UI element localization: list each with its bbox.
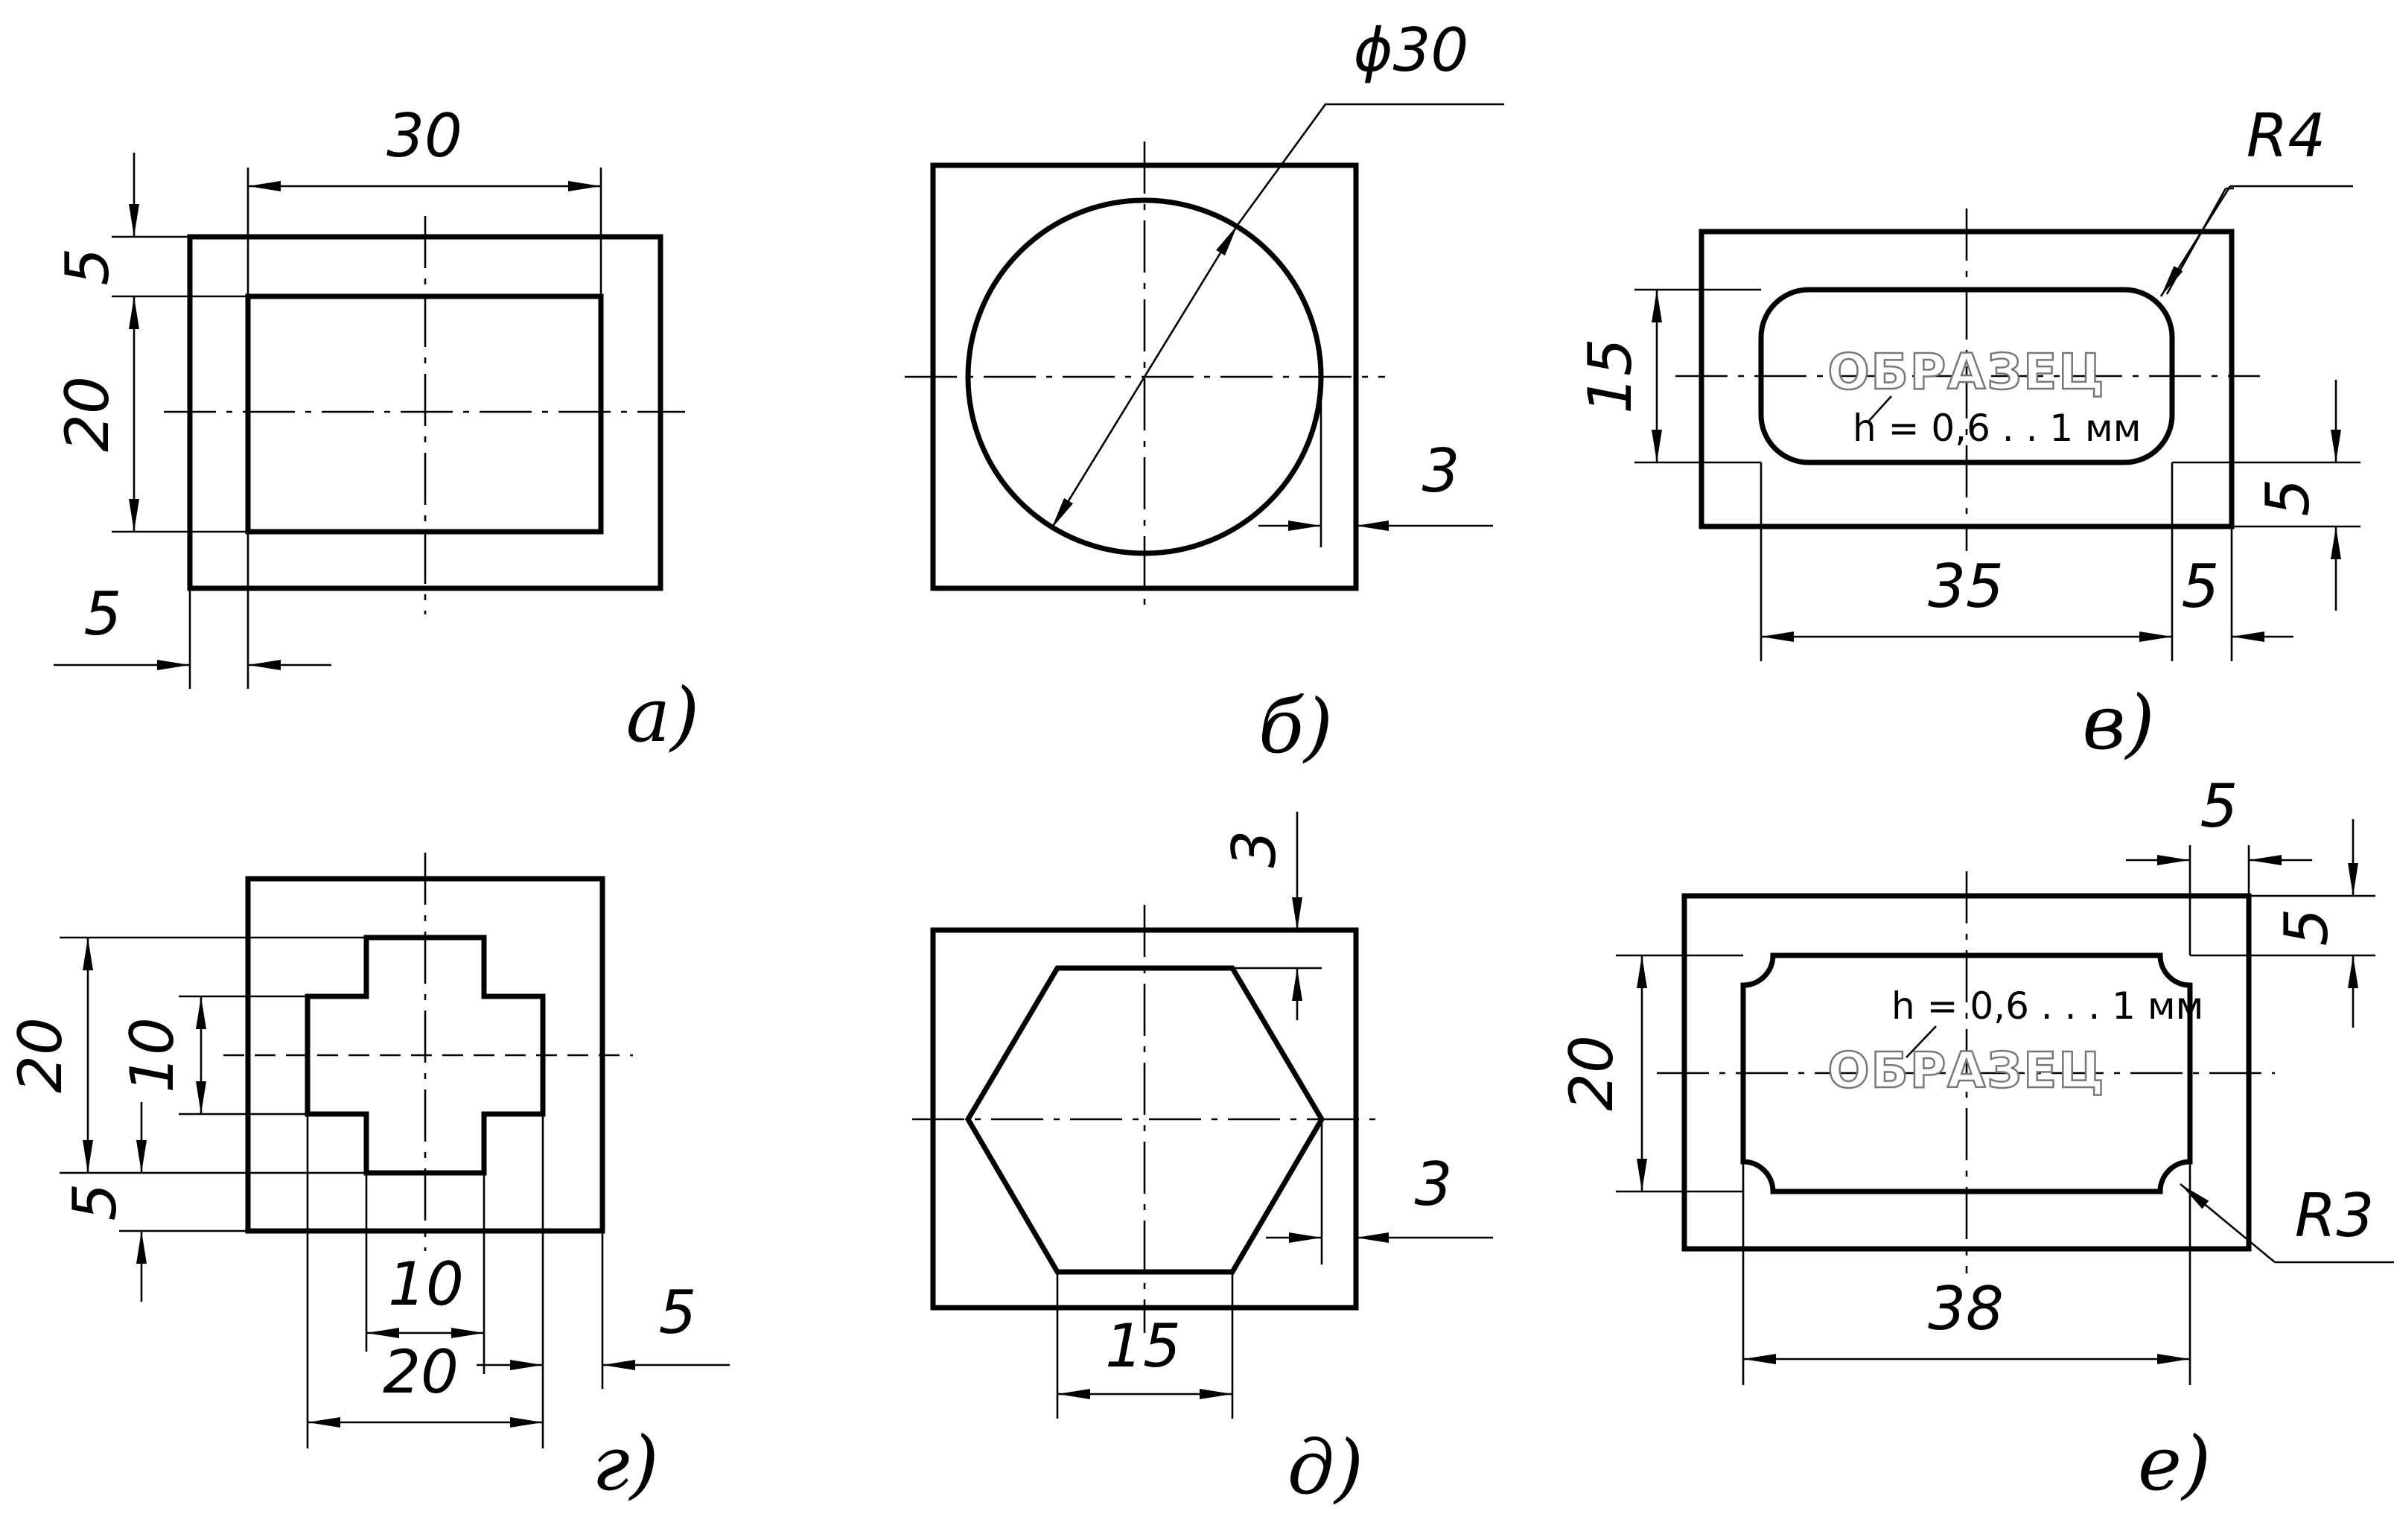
figure-e-caption: е) <box>2138 1420 2211 1507</box>
figure-g-dim-5-vertical: 5 <box>60 1183 130 1221</box>
figure-v-dim-5-right: 5 <box>2253 479 2323 517</box>
figure-e-depth-leader <box>1906 1025 1937 1058</box>
figure-e: h = 0,6 . . . 1 мм ОБРАЗЕЦ 5 5 20 R3 38 … <box>1557 771 2394 1507</box>
figure-g-dim-5-horizontal: 5 <box>659 1278 697 1347</box>
figure-g-caption: г) <box>592 1420 659 1507</box>
figure-d-dim-3-right: 3 <box>1415 1150 1453 1219</box>
figure-g-dim-10-horizontal: 10 <box>388 1250 464 1319</box>
figure-e-depth-note: h = 0,6 . . . 1 мм <box>1891 984 2203 1028</box>
figure-e-stamp-text: ОБРАЗЕЦ <box>1827 1042 2105 1099</box>
figure-b-dim-phi30: ϕ30 <box>1354 16 1469 85</box>
figure-g-dim-20-horizontal: 20 <box>383 1337 459 1407</box>
figure-a: 30 5 20 5 а) <box>53 101 699 759</box>
figure-d-caption: д) <box>1287 1424 1363 1511</box>
figure-v-dim-15: 15 <box>1576 338 1645 414</box>
figure-a-dim-5-side: 5 <box>84 579 122 649</box>
figure-v-dim-5-bottom: 5 <box>2182 552 2220 621</box>
figure-b-dim-line-diameter <box>1050 224 1239 529</box>
figure-e-dim-r3: R3 <box>2295 1181 2374 1250</box>
figure-a-dim-20: 20 <box>53 376 122 452</box>
figure-d-dim-15: 15 <box>1105 1311 1181 1381</box>
figure-b-dim-3: 3 <box>1422 436 1460 506</box>
figure-b-leader-diameter <box>1236 103 1504 226</box>
figure-v-stamp-text: ОБРАЗЕЦ <box>1827 343 2105 401</box>
figure-e-dim-5-right: 5 <box>2272 909 2341 946</box>
figure-e-dim-5-top: 5 <box>2200 771 2238 841</box>
figure-v-dim-35: 35 <box>1928 552 2004 621</box>
figure-d: 3 3 15 д) <box>912 812 1493 1511</box>
figure-e-dim-20: 20 <box>1557 1035 1626 1111</box>
figure-g-dim-10-vertical: 10 <box>118 1017 187 1093</box>
figure-a-dim-30: 30 <box>386 101 462 171</box>
figure-v-caption: в) <box>2082 679 2154 766</box>
figure-v-dim-r4: R4 <box>2247 101 2325 171</box>
figure-v-dim-line-r4 <box>2159 185 2232 297</box>
figure-e-dim-line-r3 <box>2180 1183 2276 1264</box>
figure-a-caption: а) <box>626 672 700 759</box>
figure-e-dim-38: 38 <box>1928 1274 2004 1343</box>
figure-v-depth-note: h = 0,6 . . 1 мм <box>1853 407 2142 450</box>
figure-g: 20 10 5 10 20 5 г) <box>6 853 730 1507</box>
figure-a-dim-5-top: 5 <box>53 248 122 286</box>
figure-d-dim-3-top: 3 <box>1220 830 1289 868</box>
figure-g-dim-20-vertical: 20 <box>6 1017 75 1093</box>
figure-v-depth-leader <box>1868 395 1892 421</box>
figure-b-caption: б) <box>1258 683 1333 770</box>
figure-v: ОБРАЗЕЦ h = 0,6 . . 1 мм R4 15 5 35 5 в) <box>1576 101 2360 766</box>
figure-b: ϕ30 3 б) <box>905 16 1504 770</box>
